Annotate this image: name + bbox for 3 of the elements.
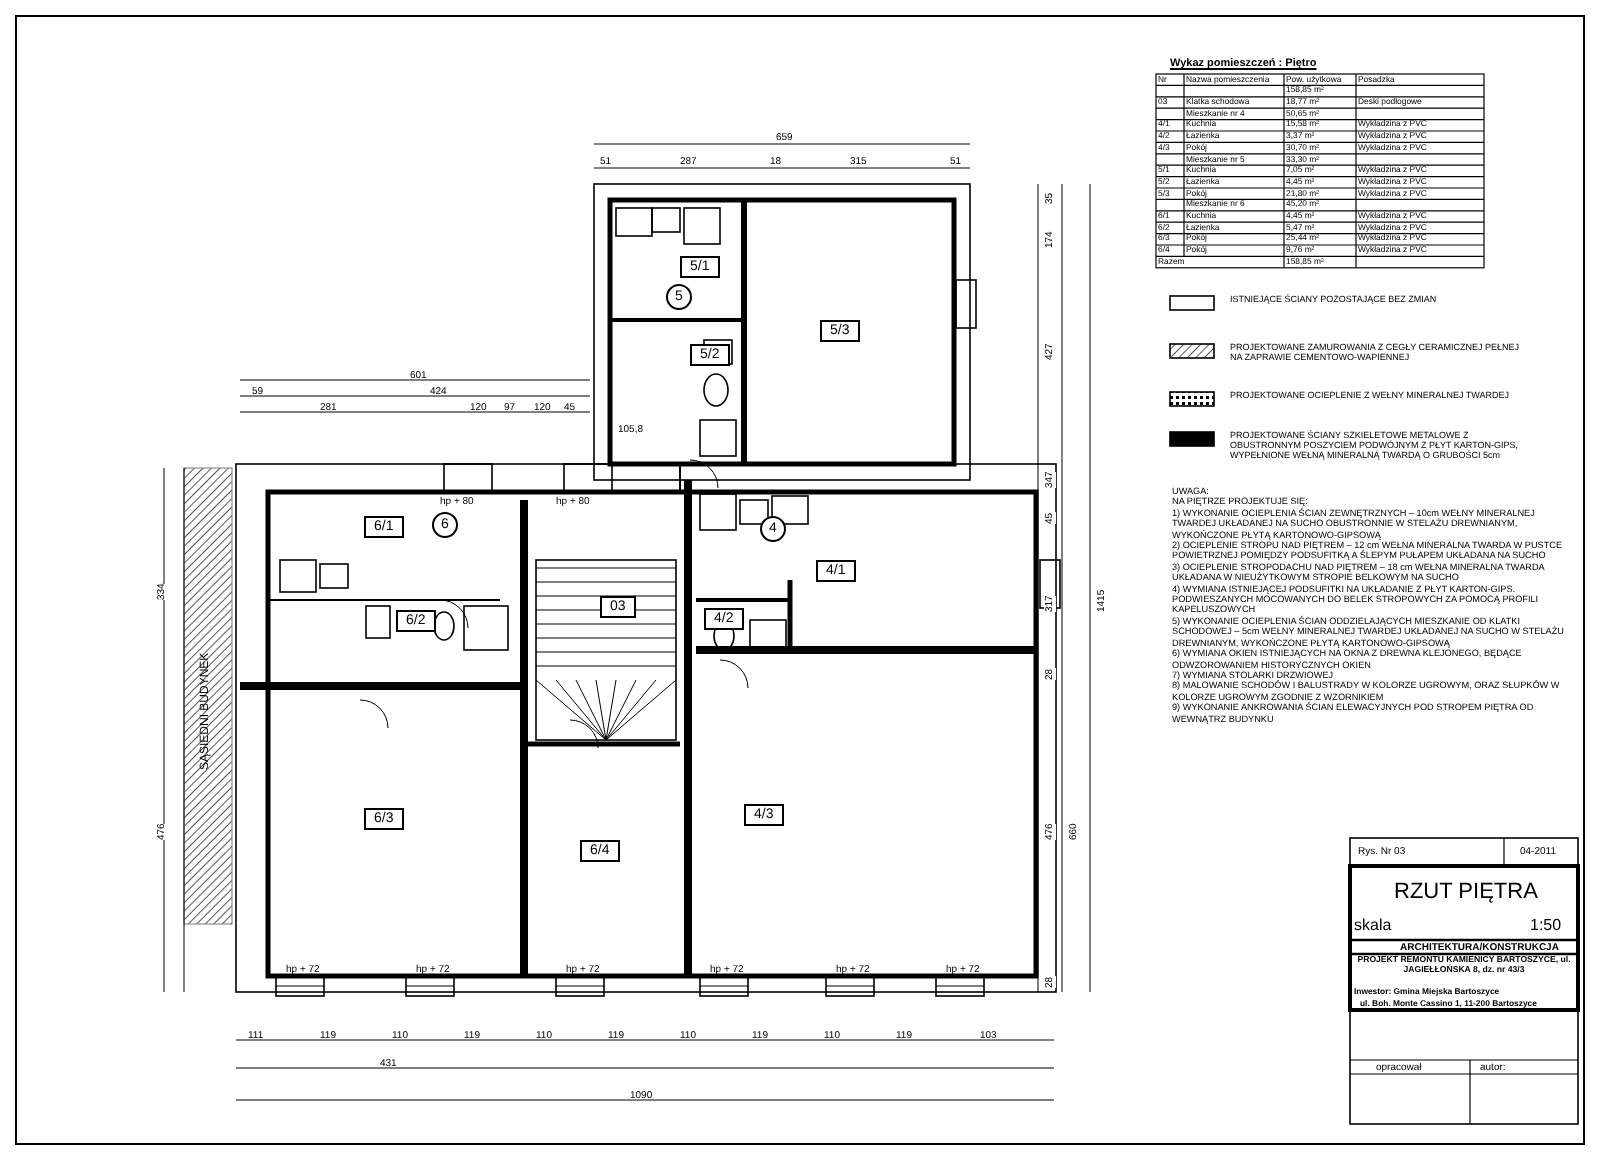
scale-value: 1:50 xyxy=(1530,916,1562,934)
drawing-title: RZUT PIĘTRA xyxy=(1394,880,1538,904)
scale-label: skala xyxy=(1354,916,1392,934)
